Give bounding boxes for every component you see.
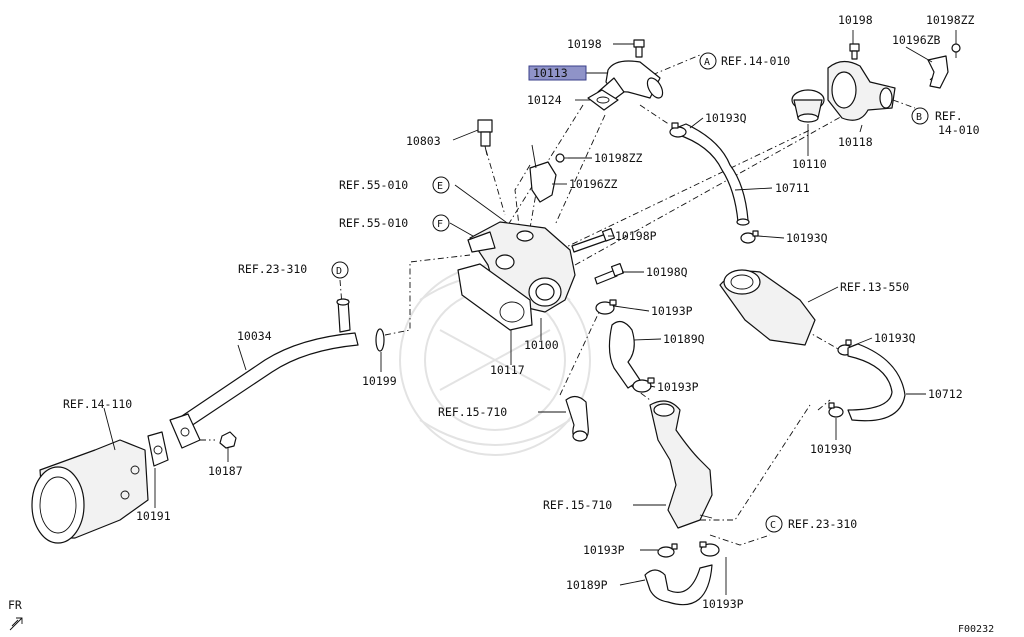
- thermostat-case-10118[interactable]: [827, 60, 896, 121]
- label-10100[interactable]: 10100: [524, 338, 559, 352]
- label-10118[interactable]: 10118: [838, 135, 873, 149]
- ref-d[interactable]: REF.23-310 D: [238, 261, 349, 279]
- bolt-10198p[interactable]: [571, 227, 616, 253]
- label-10189p[interactable]: 10189P: [566, 578, 608, 592]
- label-10124[interactable]: 10124: [527, 93, 562, 107]
- o-ring-10199[interactable]: [375, 328, 385, 352]
- figure-code: F00232: [958, 624, 994, 635]
- label-10117[interactable]: 10117: [490, 363, 525, 377]
- svg-text:REF.55-010: REF.55-010: [339, 178, 408, 192]
- ref-f[interactable]: REF.55-010 F: [339, 214, 450, 232]
- label-leaders: [103, 30, 957, 595]
- clamp-10193p-d[interactable]: [699, 541, 720, 557]
- svg-text:REF.: REF.: [935, 109, 963, 123]
- hose-10712[interactable]: [847, 343, 906, 422]
- label-10193p-c[interactable]: 10193P: [583, 543, 625, 557]
- label-10193p-a[interactable]: 10193P: [651, 304, 693, 318]
- svg-text:A: A: [704, 57, 710, 68]
- label-10193q-b[interactable]: 10193Q: [786, 231, 828, 245]
- fr-label: FR: [8, 598, 22, 612]
- hose-10189q[interactable]: [608, 320, 641, 389]
- part-labels: 10198 10113 10124 10803 10198ZZ 10196ZZ …: [136, 13, 975, 611]
- label-10187[interactable]: 10187: [208, 464, 243, 478]
- label-10198zz-mid[interactable]: 10198ZZ: [594, 151, 643, 165]
- gasket-10117[interactable]: [457, 263, 533, 331]
- temp-sensor-10803[interactable]: [477, 119, 493, 156]
- thermostat-10110[interactable]: [791, 89, 825, 123]
- clamp-10193q-b[interactable]: [740, 230, 759, 244]
- gasket-10124[interactable]: [587, 89, 619, 111]
- label-10034[interactable]: 10034: [237, 329, 272, 343]
- bolt-10198zz-right[interactable]: [951, 43, 961, 58]
- nut-10187[interactable]: [219, 431, 237, 449]
- svg-text:B: B: [916, 112, 922, 123]
- hose-10711[interactable]: [675, 123, 750, 226]
- pipe-flange[interactable]: [169, 413, 201, 449]
- svg-text:14-010: 14-010: [938, 123, 980, 137]
- clamp-10193p-c[interactable]: [657, 543, 678, 558]
- label-10196zz[interactable]: 10196ZZ: [569, 177, 618, 191]
- fr-arrow-icon: [9, 617, 23, 631]
- leader-lines: [200, 54, 941, 546]
- ref-14-110[interactable]: REF.14-110: [63, 397, 132, 411]
- fitting-ref-15-710-upper[interactable]: [565, 395, 589, 442]
- fr-direction-indicator: FR: [8, 598, 23, 631]
- housing-ref-13-550[interactable]: [719, 269, 816, 346]
- label-10198p[interactable]: 10198P: [615, 229, 657, 243]
- label-10803[interactable]: 10803: [406, 134, 441, 148]
- water-pipe-ref-15-710-lower[interactable]: [649, 400, 713, 529]
- label-10193q-c[interactable]: 10193Q: [874, 331, 916, 345]
- ref-callouts: A REF.14-010 B REF. 14-010 C REF.23-310 …: [63, 52, 980, 533]
- hose-10189p[interactable]: [644, 564, 713, 606]
- label-10189q[interactable]: 10189Q: [663, 332, 705, 346]
- svg-text:REF.23-310: REF.23-310: [238, 262, 307, 276]
- label-10191[interactable]: 10191: [136, 509, 171, 523]
- svg-text:REF.23-310: REF.23-310: [788, 517, 857, 531]
- clamp-10193q-a[interactable]: [669, 122, 687, 138]
- ref-a[interactable]: A REF.14-010: [699, 52, 790, 70]
- highlight-10113: [528, 65, 587, 81]
- label-10193p-b[interactable]: 10193P: [657, 380, 699, 394]
- ref-13-550[interactable]: REF.13-550: [840, 280, 909, 294]
- svg-text:E: E: [437, 181, 443, 192]
- label-10198q[interactable]: 10198Q: [646, 265, 688, 279]
- water-pipe-10034[interactable]: [175, 298, 359, 431]
- label-10198-right[interactable]: 10198: [838, 13, 873, 27]
- bolt-10198-top[interactable]: [633, 39, 645, 58]
- bolt-10198q[interactable]: [594, 262, 625, 285]
- bracket-10196zz[interactable]: [529, 144, 557, 203]
- bolt-10198-right[interactable]: [849, 43, 860, 60]
- svg-text:D: D: [336, 266, 342, 277]
- svg-text:F: F: [437, 219, 443, 230]
- label-10110[interactable]: 10110: [792, 157, 827, 171]
- svg-text:REF.14-010: REF.14-010: [721, 54, 790, 68]
- label-10711[interactable]: 10711: [775, 181, 810, 195]
- svg-text:REF.55-010: REF.55-010: [339, 216, 408, 230]
- ref-e[interactable]: REF.55-010 E: [339, 176, 450, 194]
- label-10193q-a[interactable]: 10193Q: [705, 111, 747, 125]
- clamp-10193p-a[interactable]: [595, 299, 617, 315]
- gasket-10191[interactable]: [147, 431, 169, 467]
- label-10193q-d[interactable]: 10193Q: [810, 442, 852, 456]
- svg-text:C: C: [770, 520, 776, 531]
- water-pump-ref-14-110[interactable]: [31, 439, 149, 544]
- clamp-10193q-d[interactable]: [828, 402, 844, 418]
- label-10193p-d[interactable]: 10193P: [702, 597, 744, 611]
- ref-c[interactable]: C REF.23-310: [765, 515, 857, 533]
- label-10198zz-right[interactable]: 10198ZZ: [926, 13, 975, 27]
- label-10198-top[interactable]: 10198: [567, 37, 602, 51]
- ref-15-710-upper[interactable]: REF.15-710: [438, 405, 507, 419]
- label-10712[interactable]: 10712: [928, 387, 963, 401]
- ref-b[interactable]: B REF. 14-010: [911, 107, 980, 137]
- ref-15-710-lower[interactable]: REF.15-710: [543, 498, 612, 512]
- label-10199[interactable]: 10199: [362, 374, 397, 388]
- label-10196zb[interactable]: 10196ZB: [892, 33, 941, 47]
- bracket-10196zb[interactable]: [927, 55, 949, 89]
- label-10113[interactable]: 10113: [533, 66, 568, 80]
